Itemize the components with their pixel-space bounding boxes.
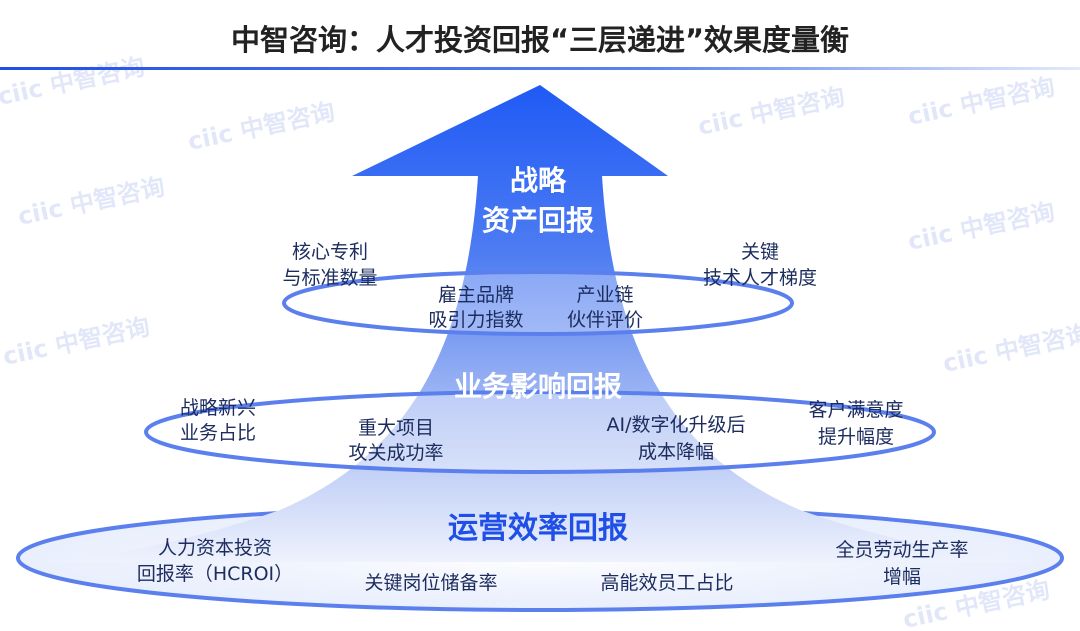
watermark: ciic 中智咨询 (905, 72, 1057, 130)
strategic-layer-ring (282, 270, 794, 336)
metric-label: 全员劳动生产率 (835, 539, 968, 561)
metric-label: 技术人才梯度 (703, 267, 817, 289)
metric-label: 提升幅度 (818, 426, 894, 448)
metric-label: 伙伴评价 (567, 309, 643, 331)
metric-label: 关键岗位储备率 (364, 572, 497, 594)
metric-label: 回报率（HCROI） (137, 563, 293, 585)
business-layer-title: 业务影响回报 (454, 370, 622, 403)
watermark: ciic 中智咨询 (695, 82, 847, 140)
metric-label: AI/数字化升级后 (606, 414, 745, 436)
watermark: ciic 中智咨询 (0, 52, 147, 110)
metric-label: 客户满意度 (808, 399, 903, 421)
metric-label: 攻关成功率 (348, 442, 443, 464)
metric-label: 增幅 (883, 566, 921, 588)
metric-label: 雇主品牌 (438, 284, 514, 306)
page-title: 中智咨询：人才投资回报“三层递进”效果度量衡 (231, 23, 849, 57)
metric-label: 战略新兴 (180, 397, 256, 419)
metric-label: 高能效员工占比 (600, 572, 733, 594)
watermark: ciic 中智咨询 (0, 312, 152, 370)
business-layer-ring (144, 390, 936, 474)
title-underline (0, 67, 1080, 70)
watermark: ciic 中智咨询 (185, 97, 337, 155)
metric-label: 业务占比 (180, 422, 256, 444)
metric-label: 关键 (741, 241, 779, 263)
strategic-layer-title: 资产回报 (482, 204, 594, 237)
metric-label: 核心专利 (292, 241, 368, 263)
metric-label: 产业链 (576, 284, 633, 306)
watermark: ciic 中智咨询 (940, 319, 1080, 377)
growth-arrow (40, 85, 1040, 562)
watermark: ciic 中智咨询 (905, 197, 1057, 255)
metric-label: 重大项目 (358, 417, 434, 439)
operational-layer-title: 运营效率回报 (448, 511, 628, 546)
metric-label: 与标准数量 (282, 267, 377, 289)
metric-label: 成本降幅 (638, 441, 714, 463)
metric-label: 人力资本投资 (158, 537, 272, 559)
strategic-layer-title: 战略 (510, 164, 567, 197)
watermark: ciic 中智咨询 (15, 172, 167, 230)
metric-label: 吸引力指数 (428, 309, 523, 331)
